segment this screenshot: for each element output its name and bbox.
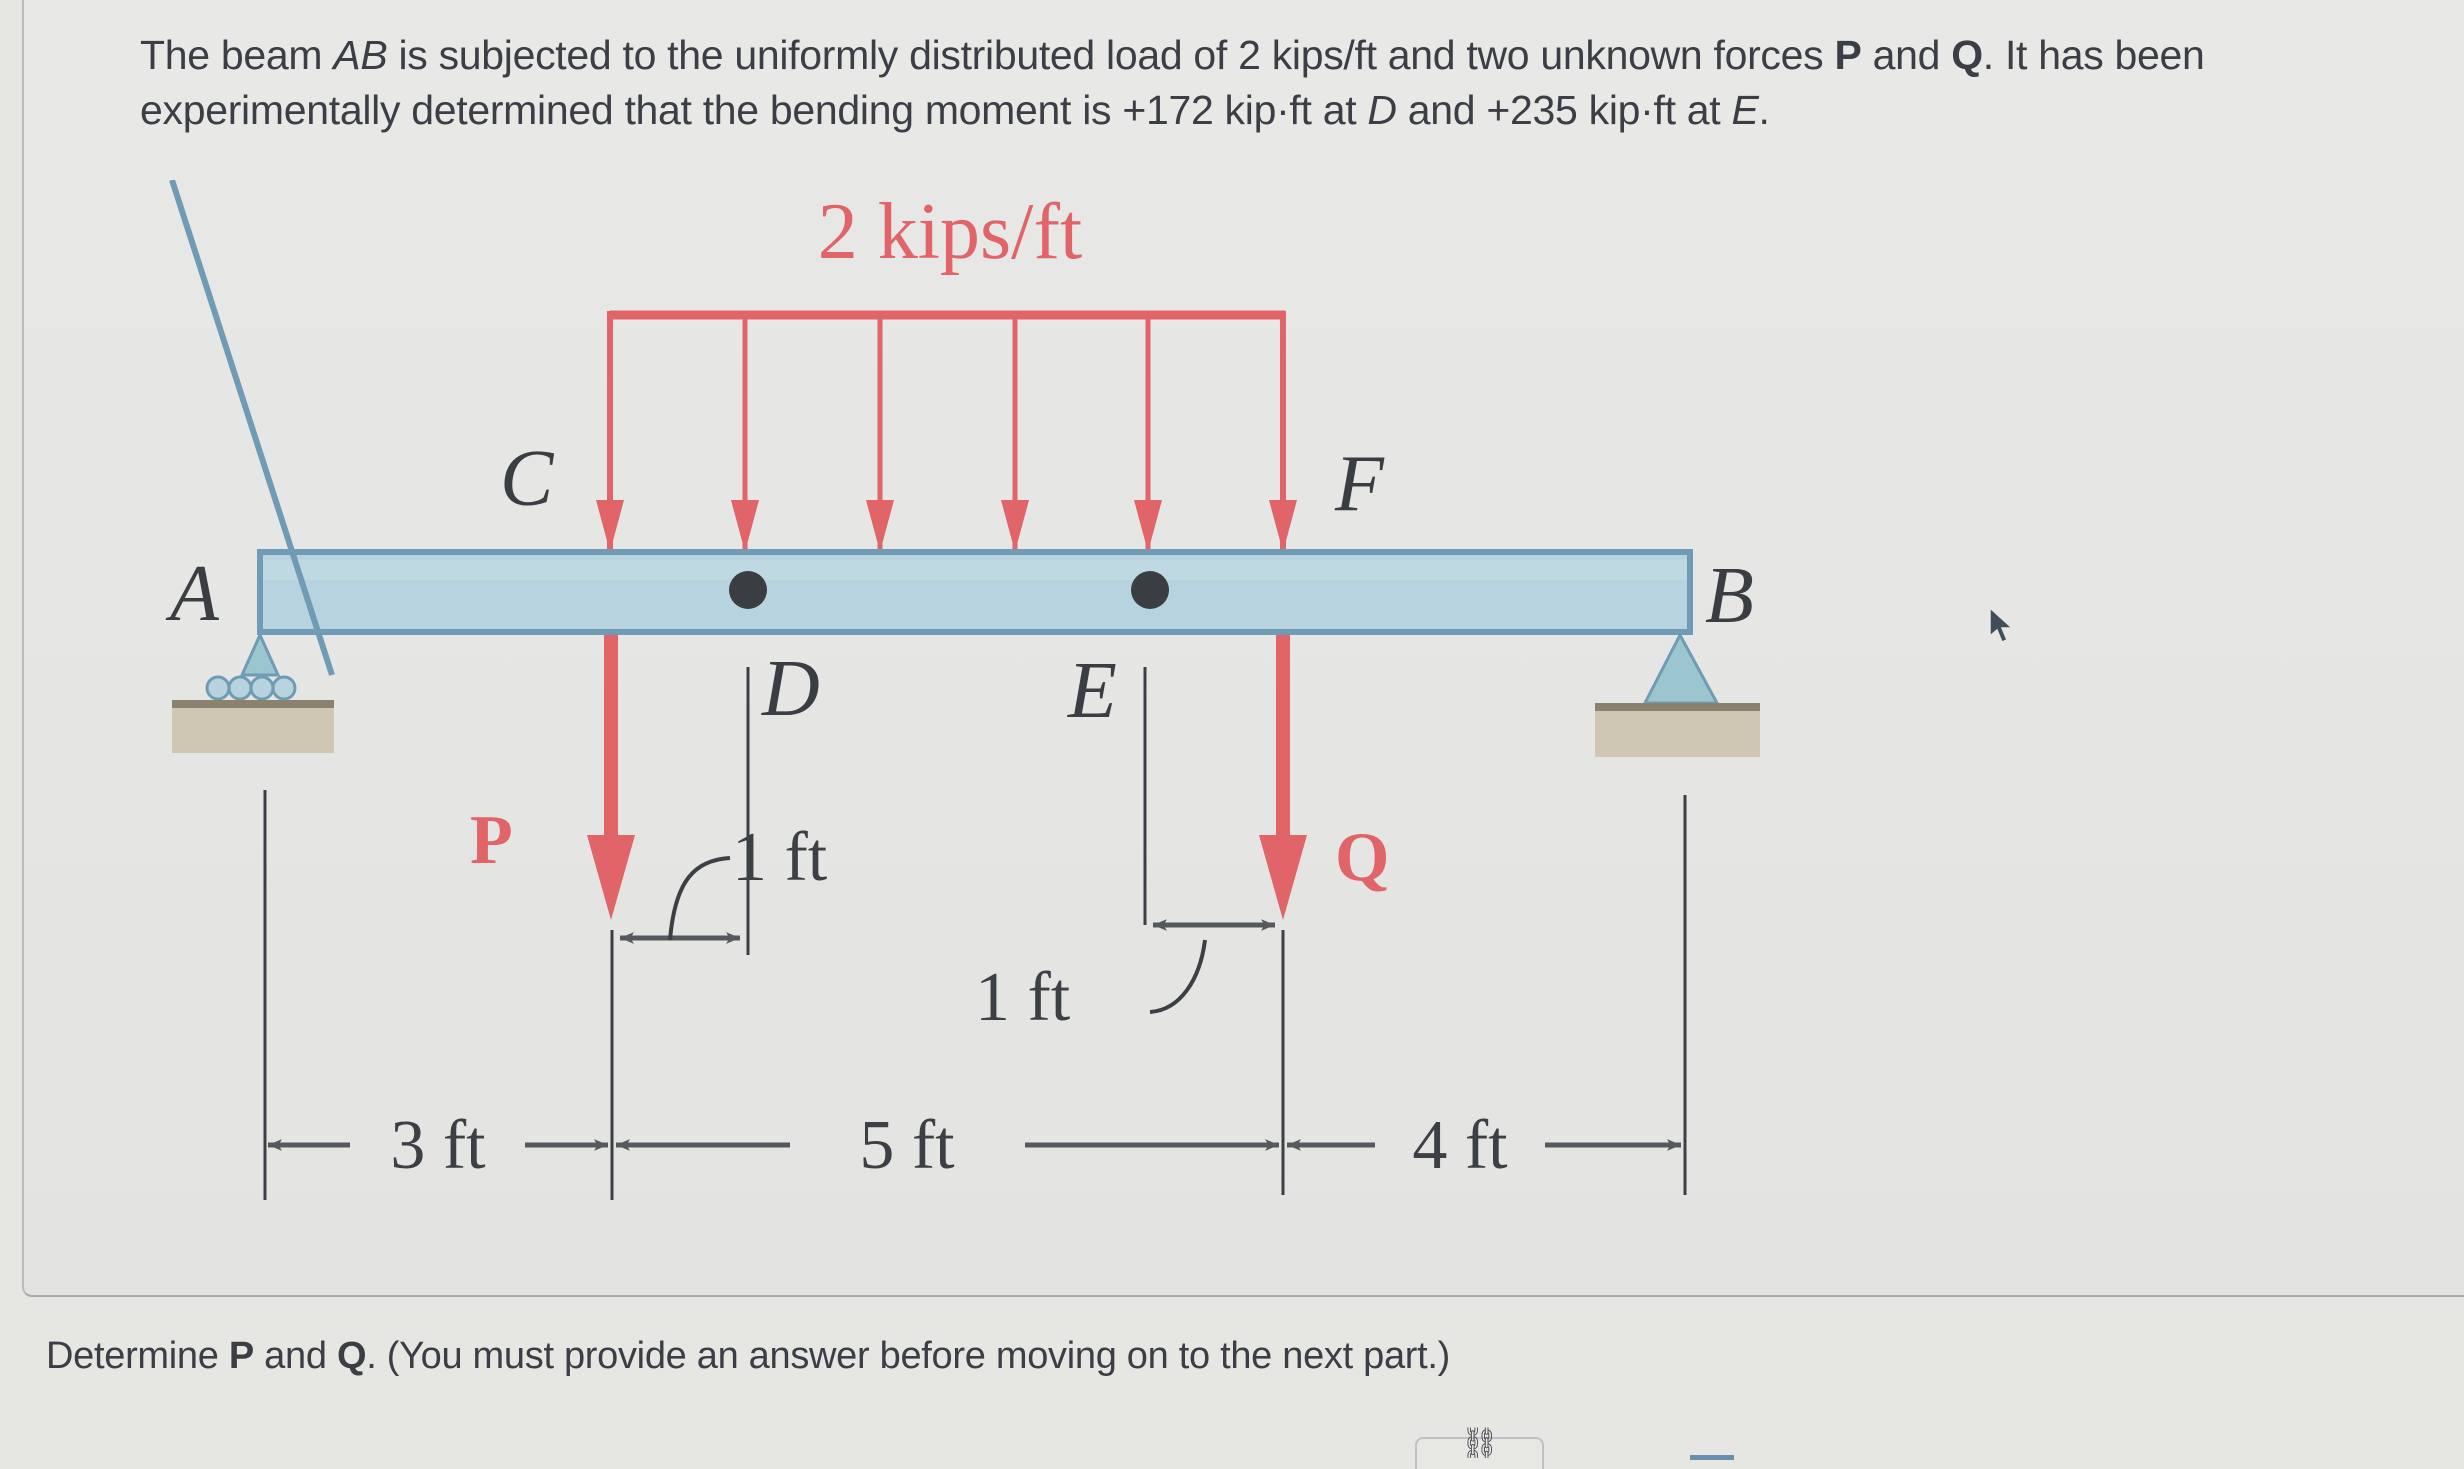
load-arrow-icon: [1269, 500, 1297, 552]
roller-support-icon: [169, 180, 335, 753]
problem-text-5: .: [1758, 87, 1770, 133]
dim-fb-label: 4 ft: [1412, 1107, 1508, 1184]
point-f-label: F: [1334, 440, 1385, 528]
force-p-diagram-label: P: [470, 802, 513, 879]
problem-statement: The beam AB is subjected to the uniforml…: [140, 28, 2340, 138]
load-arrow-icon: [731, 500, 759, 552]
point-c-label: C: [500, 435, 555, 523]
dim-cf-label: 5 ft: [859, 1107, 955, 1184]
link-button[interactable]: ⛓: [1415, 1429, 1544, 1469]
pin-support-icon: [1595, 631, 1760, 757]
load-arrow-icon: [596, 500, 624, 552]
load-arrow-icon: [1001, 500, 1029, 552]
link-icon: ⛓: [1460, 1427, 1499, 1460]
load-arrow-icon: [1134, 500, 1162, 552]
problem-text-3: . It has been experimentally determined …: [140, 32, 2205, 133]
load-arrow-icon: [866, 500, 894, 552]
point-e-ref: E: [1731, 87, 1759, 133]
problem-and: and: [1861, 32, 1952, 78]
point-e-marker: [1131, 571, 1169, 609]
problem-text-2: is subjected to the uniformly distribute…: [387, 32, 1835, 78]
force-p-label: P: [1834, 32, 1862, 78]
question-prompt: Determine P and Q. (You must provide an …: [46, 1335, 1450, 1378]
point-d-ref: D: [1367, 87, 1397, 133]
point-d-marker: [729, 571, 767, 609]
partial-button-edge[interactable]: [1690, 1455, 1734, 1460]
point-b-label: B: [1705, 552, 1754, 640]
beam-name: AB: [333, 32, 388, 78]
dim-ef: [1149, 919, 1275, 1014]
question-force-q: Q: [336, 1335, 367, 1377]
extension-lines: [263, 667, 1687, 1200]
beam: [257, 549, 1693, 635]
problem-text-4: and +235 kip·ft at: [1396, 87, 1732, 133]
question-and: and: [253, 1335, 337, 1377]
force-q-arrow: [1259, 635, 1307, 920]
problem-text-1: The beam: [140, 32, 334, 78]
question-text-1: Determine: [46, 1335, 229, 1377]
question-force-p: P: [228, 1335, 254, 1377]
force-q-diagram-label: Q: [1335, 819, 1389, 896]
problem-panel: [22, 0, 2464, 1297]
beam-diagram: 2 kips/ft A B C F D E: [165, 180, 1760, 1200]
distributed-load: [596, 310, 1297, 552]
load-label: 2 kips/ft: [818, 188, 1082, 276]
dim-ef-label: 1 ft: [975, 959, 1071, 1036]
question-text-2: . (You must provide an answer before mov…: [366, 1335, 1451, 1377]
point-a-label: A: [165, 550, 220, 638]
mouse-cursor-icon: [1989, 606, 2014, 643]
dim-ac-label: 3 ft: [390, 1107, 486, 1184]
dim-cd: [620, 856, 740, 944]
force-p-arrow: [587, 635, 635, 920]
point-d-label: D: [761, 645, 820, 733]
point-e-label: E: [1067, 647, 1117, 735]
force-q-label: Q: [1951, 32, 1983, 78]
dim-cd-label: 1 ft: [732, 819, 828, 896]
